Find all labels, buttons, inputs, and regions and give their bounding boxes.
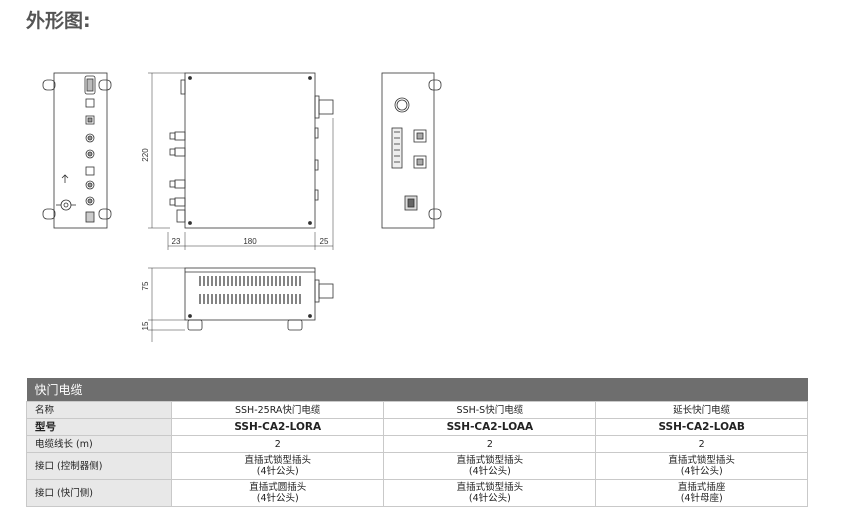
- cell-line: 直插式锁型插头: [456, 455, 524, 466]
- row-label: 电缆线长 (m): [26, 435, 172, 453]
- table-cell: 直插式圆插头 (4针公头): [170, 479, 385, 507]
- top-view-dimensions: [148, 72, 334, 250]
- dim-foot-height: 15: [141, 321, 150, 330]
- cell-line: 直插式锁型插头: [668, 455, 735, 466]
- cell-line: 直插式插座: [677, 482, 726, 493]
- cell-line: (4针公头): [256, 493, 299, 504]
- front-panel-view: [42, 72, 112, 229]
- cell-line: (4针公头): [680, 466, 723, 477]
- table-caption: 快门电缆: [26, 378, 808, 402]
- shutter-cable-table: 快门电缆 名称 SSH-25RA快门电缆 SSH-S快门电缆 延长快门电缆 型号…: [26, 378, 808, 507]
- dim-width: 180: [243, 237, 257, 246]
- table-cell: SSH-CA2-LOAA: [383, 418, 597, 436]
- row-label: 接口 (快门侧): [26, 479, 172, 507]
- cell-line: 直插式锁型插头: [244, 455, 311, 466]
- table-cell: 直插式插座 (4针母座): [595, 479, 808, 507]
- table-cell: 直插式锁型插头 (4针公头): [595, 452, 808, 480]
- table-row: 接口 (控制器侧) 直插式锁型插头 (4针公头) 直插式锁型插头 (4针公头) …: [26, 452, 808, 480]
- row-label: 名称: [26, 401, 172, 419]
- table-row: 型号 SSH-CA2-LORA SSH-CA2-LOAA SSH-CA2-LOA…: [26, 418, 808, 436]
- cell-line: (4针公头): [468, 493, 511, 504]
- row-label: 型号: [26, 418, 172, 436]
- dim-side-height: 75: [141, 281, 150, 290]
- table-cell: 2: [595, 435, 808, 453]
- table-cell: 2: [383, 435, 597, 453]
- page-title: 外形图:: [26, 10, 91, 32]
- cell-line: (4针公头): [256, 466, 299, 477]
- dim-right-margin: 25: [320, 237, 329, 246]
- table-cell: 延长快门电缆: [595, 401, 808, 419]
- table-cell: 2: [170, 435, 385, 453]
- side-view: [184, 267, 334, 331]
- row-label: 接口 (控制器侧): [26, 452, 172, 480]
- side-view-dimensions: [148, 267, 185, 342]
- table-row: 接口 (快门侧) 直插式圆插头 (4针公头) 直插式锁型插头 (4针公头) 直插…: [26, 479, 808, 507]
- cell-line: (4针公头): [468, 466, 511, 477]
- top-view: [169, 72, 334, 229]
- table-cell: 直插式锁型插头 (4针公头): [383, 452, 597, 480]
- cell-line: 直插式锁型插头: [456, 482, 524, 493]
- cell-line: 直插式圆插头: [249, 482, 307, 493]
- table-cell: SSH-CA2-LORA: [170, 418, 385, 436]
- table-cell: 直插式锁型插头 (4针公头): [170, 452, 385, 480]
- table-cell: 直插式锁型插头 (4针公头): [383, 479, 597, 507]
- table-cell: SSH-S快门电缆: [383, 401, 597, 419]
- table-row: 电缆线长 (m) 2 2 2: [26, 435, 808, 453]
- cell-line: (4针母座): [680, 493, 723, 504]
- dim-height: 220: [141, 148, 150, 162]
- dim-left-margin: 23: [172, 237, 181, 246]
- table-cell: SSH-CA2-LOAB: [595, 418, 808, 436]
- table-row: 名称 SSH-25RA快门电缆 SSH-S快门电缆 延长快门电缆: [26, 401, 808, 419]
- rear-panel-view: [381, 72, 442, 229]
- table-cell: SSH-25RA快门电缆: [170, 401, 385, 419]
- outline-drawing: 220 23 180 25 75 15: [42, 72, 442, 342]
